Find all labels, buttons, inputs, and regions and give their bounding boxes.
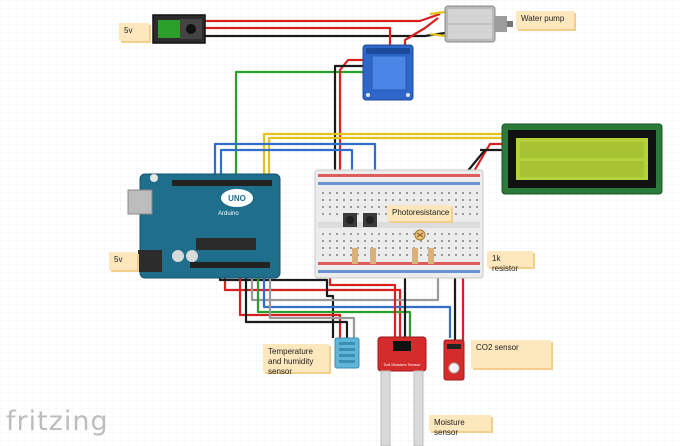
dc-jack[interactable]: [152, 14, 206, 44]
wire-bottom-gray-2[interactable]: [268, 272, 356, 338]
water-pump[interactable]: [444, 5, 513, 43]
fritzing-brand: fritzing: [6, 406, 109, 437]
photoresistor[interactable]: [414, 229, 426, 241]
wire-jack-pump-black[interactable]: [203, 31, 446, 38]
label-1k-resistor: 1k resistor: [487, 251, 533, 273]
label-photoresistance: Photoresistance: [387, 205, 451, 221]
wire-bottom-black-2[interactable]: [244, 272, 349, 338]
wires: [203, 10, 507, 340]
wire-pump-yellow-2[interactable]: [429, 32, 446, 38]
co2-sensor[interactable]: [443, 339, 465, 381]
wire-pump-yellow[interactable]: [429, 10, 446, 16]
wire-lcd-black[interactable]: [461, 148, 507, 179]
label-5v-top: 5v: [119, 23, 149, 41]
arduino-brand-text: Arduino: [218, 211, 239, 217]
wire-jack-pump-red[interactable]: [203, 12, 441, 23]
temperature-humidity-sensor[interactable]: [334, 337, 360, 369]
moisture-module-text: Soil Moisture Sensor: [384, 362, 422, 367]
label-5v-left: 5v: [109, 252, 137, 270]
wire-relay-black[interactable]: [333, 64, 372, 180]
breadboard[interactable]: [314, 169, 484, 279]
wire-lcd-yellow[interactable]: [262, 132, 505, 192]
arduino-logo-text: UNO: [228, 194, 246, 203]
label-water-pump: Water pump: [516, 11, 574, 29]
label-co2-sensor: CO2 sensor: [471, 340, 551, 368]
relay-module[interactable]: [362, 44, 414, 101]
label-temperature-humidity: Temperature and humidity sensor: [263, 344, 329, 376]
label-moisture-sensor: Moisture sensor: [429, 415, 491, 437]
arduino-uno[interactable]: UNO Arduino: [127, 173, 281, 279]
lcd-display[interactable]: [501, 123, 663, 195]
moisture-sensor[interactable]: Soil Moisture Sensor: [377, 336, 427, 446]
wire-bottom-red-2[interactable]: [238, 272, 342, 338]
resistors: [352, 248, 434, 264]
wire-bottom-blue[interactable]: [262, 272, 452, 338]
wire-bottom-green[interactable]: [256, 272, 412, 338]
wire-pump-relay-red[interactable]: [403, 17, 439, 48]
wire-jack-relay-red[interactable]: [203, 26, 392, 48]
wire-lcd-red[interactable]: [469, 142, 507, 179]
